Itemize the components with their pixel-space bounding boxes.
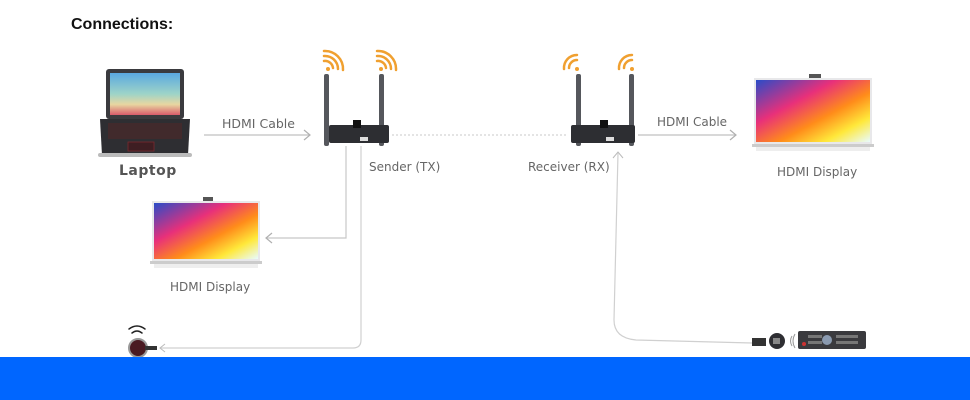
page-title: Connections: (71, 16, 174, 33)
hdmi-cable-arrow (638, 129, 737, 141)
hdmi-cable-label: HDMI Cable (657, 115, 728, 129)
wifi-icon (562, 53, 579, 71)
ir-emitter-icon (128, 325, 157, 358)
hdmi-cable-arrow (204, 129, 311, 141)
receiver-device-icon (571, 74, 635, 146)
ir-receiver-icon (752, 333, 785, 349)
hdmi-cable-arrow (265, 146, 347, 244)
ir-signal-icon (790, 333, 796, 349)
remote-control-icon (798, 331, 866, 349)
hdmi-display-label: HDMI Display (777, 165, 858, 179)
wifi-icon (375, 49, 398, 72)
laptop-icon (98, 69, 192, 157)
bottom-accent-bar (0, 357, 970, 400)
ir-cable-line (612, 151, 753, 344)
hdmi-display-icon (752, 74, 874, 151)
wifi-icon (322, 49, 345, 72)
receiver-label: Receiver (RX) (528, 160, 610, 174)
sender-device-icon (324, 74, 389, 146)
hdmi-display-label: HDMI Display (170, 280, 251, 294)
ir-cable-line (159, 146, 362, 353)
hdmi-cable-label: HDMI Cable (222, 116, 295, 131)
laptop-label: Laptop (119, 163, 177, 179)
hdmi-display-icon (150, 197, 262, 268)
sender-label: Sender (TX) (369, 160, 441, 174)
wifi-icon (617, 53, 634, 71)
